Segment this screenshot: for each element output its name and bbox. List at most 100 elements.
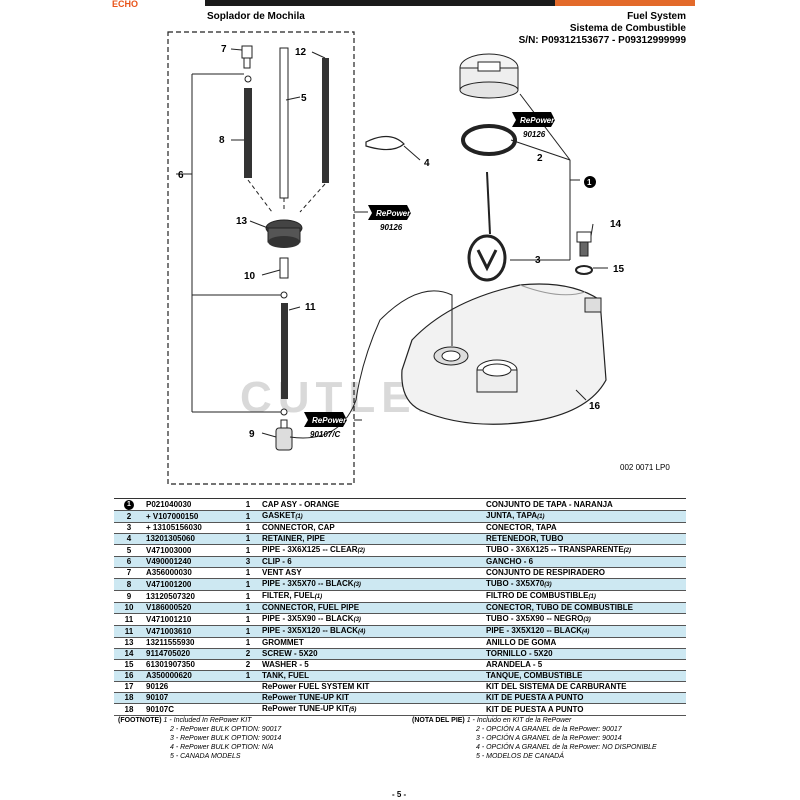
callout-9: 9 [249, 429, 255, 440]
quantity-cell-text: 1 [245, 499, 251, 509]
part-ref-cell: 15 [114, 660, 144, 671]
footnotes-english: (FOOTNOTE) 1 - Included In RePower KIT 2… [118, 716, 281, 761]
quantity-cell-text: 1 [245, 523, 251, 532]
footnote-ref: (1) [537, 514, 545, 520]
quantity-cell-text: 1 [245, 545, 251, 555]
footnote-ref: (2) [623, 548, 631, 554]
cap-connector-part [467, 234, 507, 282]
part-number-cell: 9114705020 [144, 648, 236, 660]
callout-10: 10 [244, 271, 256, 282]
description-en-cell: VENT ASY [260, 568, 484, 579]
clear-pipe-part-5 [279, 47, 289, 199]
callout-16: 16 [589, 401, 601, 412]
quantity-cell: 1 [236, 510, 260, 523]
part-number-cell: V471001210 [144, 614, 236, 626]
description-en-cell: CONNECTOR, CAP [260, 523, 484, 534]
gasket-part [461, 124, 517, 156]
description-es-cell-text: CONECTOR, TUBO DE COMBUSTIBLE [486, 603, 633, 612]
part-ref-cell: 7 [114, 568, 144, 579]
description-es-cell: TUBO - 3X5X90 -- NEGRO(3) [484, 614, 686, 626]
footnote-ref: (3) [544, 582, 552, 588]
quantity-cell: 3 [236, 556, 260, 568]
description-es-cell: GANCHO - 6 [484, 556, 686, 568]
footnote-ref: (2) [357, 548, 365, 554]
part-ref-cell: 4 [114, 533, 144, 545]
description-en-cell-text: CONNECTOR, CAP [262, 523, 335, 532]
description-es-cell-text: GANCHO - 6 [486, 557, 534, 566]
pipe-part-11 [281, 303, 288, 399]
description-en-cell: RePower TUNE-UP KIT(5) [260, 704, 484, 716]
callout-5: 5 [301, 93, 307, 104]
cap-asy-part [459, 53, 519, 99]
part-number-cell: A350000620 [144, 670, 236, 682]
fuel-pipe-connector-part [279, 257, 289, 279]
part-number-cell-text: A350000620 [146, 671, 192, 680]
footnote-line: 1 - Incluido en KIT de la RePower [466, 717, 572, 724]
description-es-cell: ANILLO DE GOMA [484, 638, 686, 649]
quantity-cell: 1 [236, 591, 260, 603]
part-ref-cell: 18 [114, 692, 144, 704]
footnote-line: 3 - OPCIÓN A GRANEL de la RePower: 90014 [476, 735, 622, 742]
part-ref-cell-text: 5 [126, 545, 132, 555]
part-ref-cell: 5 [114, 545, 144, 557]
part-number-cell: 61301907350 [144, 660, 236, 671]
description-es-cell: TUBO - 3X5X70(3) [484, 578, 686, 591]
quantity-cell: 1 [236, 533, 260, 545]
header-accent-bar [555, 0, 695, 6]
description-en-cell: PIPE - 3X5X90 -- BLACK(3) [260, 614, 484, 626]
description-es-cell: KIT DEL SISTEMA DE CARBURANTE [484, 682, 686, 693]
footnote-line: 2 - OPCIÓN A GRANEL de la RePower: 90017 [476, 726, 622, 733]
description-es-cell-text: KIT DE PUESTA A PUNTO [486, 693, 584, 702]
footnote-line: 5 - MODELOS DE CANADÁ [476, 753, 564, 760]
callout-2: 2 [537, 153, 543, 164]
part-number-cell: 13120507320 [144, 591, 236, 603]
svg-text:90107/C: 90107/C [310, 430, 340, 439]
description-es-cell-text: CONJUNTO DE RESPIRADERO [486, 568, 605, 577]
footnote-line: 4 - RePower BULK OPTION: N/A [170, 744, 274, 751]
header-title-right: Fuel System Sistema de Combustible S/N: … [519, 11, 686, 47]
description-en-cell-text: TANK, FUEL [262, 671, 309, 680]
part-number-cell: 90107 [144, 692, 236, 704]
description-en-cell-text: RePower FUEL SYSTEM KIT [262, 682, 370, 691]
description-es-cell-text: TANQUE, COMBUSTIBLE [486, 671, 583, 680]
description-en-cell: SCREW - 5X20 [260, 648, 484, 660]
footnote-tag: (FOOTNOTE) [118, 717, 162, 724]
part-ref-cell: 9 [114, 591, 144, 603]
part-number-cell: V471003000 [144, 545, 236, 557]
description-es-cell-text: RETENEDOR, TUBO [486, 534, 564, 543]
description-en-cell: CONNECTOR, FUEL PIPE [260, 602, 484, 614]
part-number-cell-text: 9114705020 [146, 649, 191, 658]
part-number-cell: V490001240 [144, 556, 236, 568]
footnotes-spanish: (NOTA DEL PIE) 1 - Incluido en KIT de la… [412, 716, 657, 761]
description-es-cell: TANQUE, COMBUSTIBLE [484, 670, 686, 682]
header-system-name-es: Sistema de Combustible [569, 23, 686, 34]
quantity-cell: 1 [236, 670, 260, 682]
description-es-cell-text: PIPE - 3X5X120 -- BLACK [486, 626, 583, 635]
footnote-tag: (NOTA DEL PIE) [412, 717, 465, 724]
description-en-cell: GROMMET [260, 638, 484, 649]
quantity-cell: 2 [236, 660, 260, 671]
fuel-line-assembly-box [167, 31, 355, 485]
description-en-cell-text: RePower TUNE-UP KIT [262, 704, 349, 713]
description-en-cell-text: GROMMET [262, 638, 304, 647]
description-en-cell-text: PIPE - 3X5X120 -- BLACK [262, 626, 359, 635]
quantity-cell-text: 1 [245, 534, 251, 543]
part-ref-cell: 16 [114, 670, 144, 682]
part-ref-cell-text: 17 [124, 682, 134, 691]
fuel-tank-part [401, 283, 607, 425]
part-ref-cell-text: 6 [126, 557, 132, 566]
description-en-cell: CAP ASY - ORANGE [260, 499, 484, 511]
part-number-cell-text: 61301907350 [146, 660, 195, 669]
part-number-cell-text: 13201305060 [146, 534, 195, 543]
part-number-cell: V471001200 [144, 578, 236, 591]
header-serial-range: S/N: P09312153677 - P09312999999 [518, 35, 686, 46]
part-number-cell-text: 90107 [146, 693, 169, 702]
description-en-cell: PIPE - 3X5X120 -- BLACK(4) [260, 625, 484, 638]
description-en-cell-text: RePower TUNE-UP KIT [262, 693, 349, 702]
